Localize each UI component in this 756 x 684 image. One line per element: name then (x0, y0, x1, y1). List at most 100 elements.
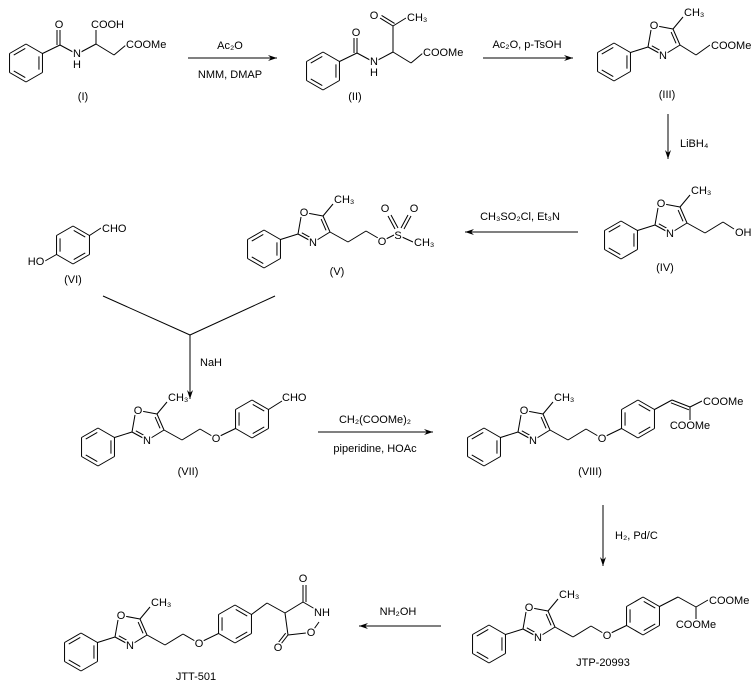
double-bond (638, 426, 651, 434)
double-bond (476, 629, 489, 637)
double-bond (476, 651, 489, 659)
bond (390, 214, 399, 229)
double-bond (608, 247, 621, 255)
double-bond (235, 631, 248, 639)
reagent-label: CH₃SO₂Cl, Et₃N (480, 211, 560, 223)
bond (251, 602, 268, 615)
convergence-line (102, 295, 191, 336)
reagent-label: NMM, DMAP (198, 69, 262, 81)
ring-bond (25, 72, 43, 83)
ring-bond (488, 653, 506, 664)
bond (526, 410, 544, 415)
oxazole-nitrogen: N (126, 640, 134, 652)
bond (316, 231, 331, 241)
reagent-label: Ac₂O, p-TsOH (492, 39, 561, 51)
oxazole-nitrogen: N (666, 228, 674, 240)
double-bond (13, 48, 26, 56)
arrowhead-icon (187, 390, 193, 399)
ring-bond (80, 661, 98, 672)
sulfonyl-oxygen: O (410, 203, 419, 215)
oxazole-nitrogen: N (659, 50, 667, 62)
atom-label: O (378, 236, 387, 248)
bond (686, 222, 706, 234)
bond (139, 618, 148, 636)
hydroxyl-label: OH (735, 227, 752, 239)
bond (156, 413, 165, 431)
bond (549, 429, 569, 441)
bond (401, 236, 414, 243)
compound-label: JTT-501 (176, 671, 216, 683)
double-bond (252, 426, 265, 434)
methyl-label: CH₃ (559, 589, 579, 601)
double-bond (638, 404, 651, 412)
ring-bond (218, 604, 236, 615)
ring-bond (247, 229, 265, 240)
arrowhead-icon (424, 429, 433, 435)
ring-bond (251, 399, 269, 410)
reagent-label: H₂, Pd/C (615, 530, 658, 542)
double-bond (251, 234, 264, 242)
ring-bond (637, 428, 655, 439)
oxazole-nitrogen: N (309, 237, 317, 249)
ring-bond (64, 661, 82, 672)
bond (403, 215, 412, 230)
methyl-label: CH₃ (684, 7, 704, 19)
double-bond (471, 454, 484, 462)
bond (379, 17, 394, 27)
bond (647, 46, 660, 54)
aldehyde-label: CHO (102, 223, 127, 235)
bond (297, 216, 302, 235)
bond (266, 602, 286, 614)
ring-bond (56, 254, 74, 265)
bond (219, 428, 236, 437)
double-bond (68, 659, 81, 667)
ring-bond (9, 43, 27, 54)
double-bond (301, 232, 310, 238)
ring-bond (467, 427, 485, 438)
bond (268, 400, 283, 410)
ring-bond (81, 456, 99, 467)
bond (80, 43, 97, 53)
bond (280, 233, 299, 240)
double-bond (118, 635, 127, 641)
arrowhead-icon (359, 623, 368, 629)
double-bond (252, 404, 265, 412)
step-8-arrow-group: NH₂OH (359, 605, 441, 629)
compound-label: (VI) (64, 274, 82, 286)
ring-bond (235, 399, 253, 410)
double-bond (521, 430, 530, 436)
bond (347, 230, 367, 243)
ester-label: COOMe (126, 39, 166, 51)
bond (637, 224, 656, 231)
ester-label: COOMe (670, 420, 710, 432)
compound-label: JTP-20993 (576, 657, 630, 669)
bond (400, 214, 409, 229)
bond (542, 401, 554, 415)
double-bond (670, 402, 690, 411)
nh-hydrogen: H (73, 59, 81, 71)
ether-oxygen: O (598, 433, 607, 445)
bond (663, 203, 681, 208)
ring-bond (626, 625, 644, 636)
ring-bond (620, 220, 638, 231)
bond (522, 628, 535, 636)
ring-bond (218, 633, 236, 644)
bond (139, 606, 151, 620)
double-bond (68, 637, 81, 645)
ring-bond (483, 456, 501, 467)
bond (146, 634, 166, 646)
ring-bond (621, 399, 639, 410)
compound-label: (V) (330, 266, 345, 278)
oxazole-oxygen: O (657, 198, 666, 210)
double-bond (540, 416, 547, 429)
methyl-label: CH₃ (407, 12, 427, 24)
double-bond (320, 218, 327, 231)
ketone-oxygen: O (370, 10, 379, 22)
ring-bond (621, 428, 639, 439)
